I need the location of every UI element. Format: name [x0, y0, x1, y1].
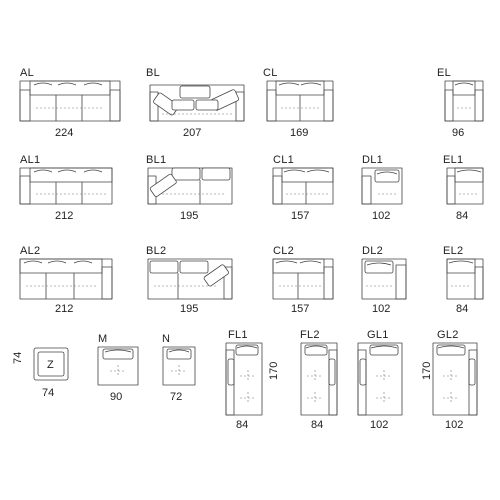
module-el1: EL1 84 — [443, 154, 484, 222]
module-code-label: GL1 — [367, 329, 389, 341]
module-bl2: BL2 195 — [146, 245, 233, 315]
width-dimension: 102 — [372, 303, 390, 315]
module-code-label: GL2 — [437, 329, 459, 341]
width-dimension: 72 — [170, 391, 182, 403]
sofa-outline — [19, 167, 113, 205]
sofa-outline — [444, 80, 484, 122]
module-gl1: GL1 170 102 — [357, 329, 433, 431]
module-code-label: N — [162, 333, 170, 345]
module-dl1: DL1 102 — [361, 154, 403, 222]
sofa-outline — [19, 80, 121, 122]
width-dimension: 157 — [291, 303, 309, 315]
module-fl2: FL2 84 — [300, 329, 338, 431]
module-code-label: AL1 — [20, 154, 40, 166]
module-cl2: CL2 157 — [272, 245, 334, 315]
module-code-label: EL — [437, 67, 451, 79]
width-dimension: 84 — [311, 419, 323, 431]
module-code-label: FL2 — [300, 329, 320, 341]
chaise-outline — [97, 346, 139, 386]
width-dimension: 207 — [183, 127, 201, 139]
module-el2: EL2 84 — [443, 245, 484, 315]
module-gl2: GL2 102 — [432, 329, 478, 431]
chaise-outline — [225, 342, 263, 416]
module-al: AL 224 — [19, 67, 121, 139]
module-code-label: DL2 — [362, 245, 383, 257]
width-dimension: 96 — [452, 127, 464, 139]
module-code-label: AL — [20, 67, 34, 79]
length-dimension: 170 — [268, 362, 280, 380]
module-al2: AL2 212 — [19, 245, 113, 315]
module-cl1: CL1 157 — [272, 154, 334, 222]
width-dimension: 212 — [55, 303, 73, 315]
chaise-outline — [357, 342, 403, 416]
module-code-label: M — [98, 333, 107, 345]
module-code-label: BL — [146, 67, 160, 79]
width-dimension: 84 — [456, 303, 468, 315]
width-dimension: 157 — [291, 210, 309, 222]
width-dimension: 195 — [180, 303, 198, 315]
module-cl: CL 169 — [263, 67, 334, 139]
module-bl: BL 207 — [146, 67, 245, 139]
sofa-outline — [19, 258, 113, 300]
chaise-outline — [162, 346, 196, 386]
module-fl1: FL1 170 84 — [225, 329, 280, 431]
width-dimension: 102 — [370, 419, 388, 431]
module-m: M 90 — [97, 333, 139, 403]
chaise-outline — [432, 342, 478, 416]
sofa-outline — [446, 258, 484, 300]
width-dimension: 169 — [290, 127, 308, 139]
module-n: N 72 — [162, 333, 196, 403]
module-bl1: BL1 195 — [146, 154, 233, 222]
module-dl2: DL2 102 — [361, 245, 407, 315]
module-al1: AL1 212 — [19, 154, 113, 222]
pouf-outline — [33, 347, 69, 381]
width-dimension: 74 — [42, 387, 54, 399]
width-dimension: 84 — [456, 210, 468, 222]
width-dimension: 102 — [372, 210, 390, 222]
chaise-outline — [300, 342, 338, 416]
width-dimension: 84 — [236, 419, 248, 431]
length-dimension: 170 — [421, 362, 433, 380]
module-code-label: AL2 — [20, 245, 40, 257]
module-code-label: CL — [263, 67, 278, 79]
width-dimension: 102 — [445, 419, 463, 431]
module-el: EL 96 — [437, 67, 484, 139]
module-code-label: EL1 — [443, 154, 463, 166]
module-code-label: CL2 — [273, 245, 294, 257]
depth-dimension: 74 — [12, 352, 24, 364]
width-dimension: 195 — [180, 210, 198, 222]
module-code-label: DL1 — [362, 154, 383, 166]
module-z: Z 74 74 — [12, 347, 69, 399]
module-code-label: BL1 — [146, 154, 166, 166]
width-dimension: 212 — [55, 210, 73, 222]
module-code-label: Z — [47, 359, 54, 371]
width-dimension: 90 — [110, 391, 122, 403]
module-code-label: FL1 — [228, 329, 248, 341]
module-code-label: BL2 — [146, 245, 166, 257]
module-code-label: CL1 — [273, 154, 294, 166]
width-dimension: 224 — [55, 127, 73, 139]
module-code-label: EL2 — [443, 245, 463, 257]
sofa-outline — [446, 167, 484, 205]
